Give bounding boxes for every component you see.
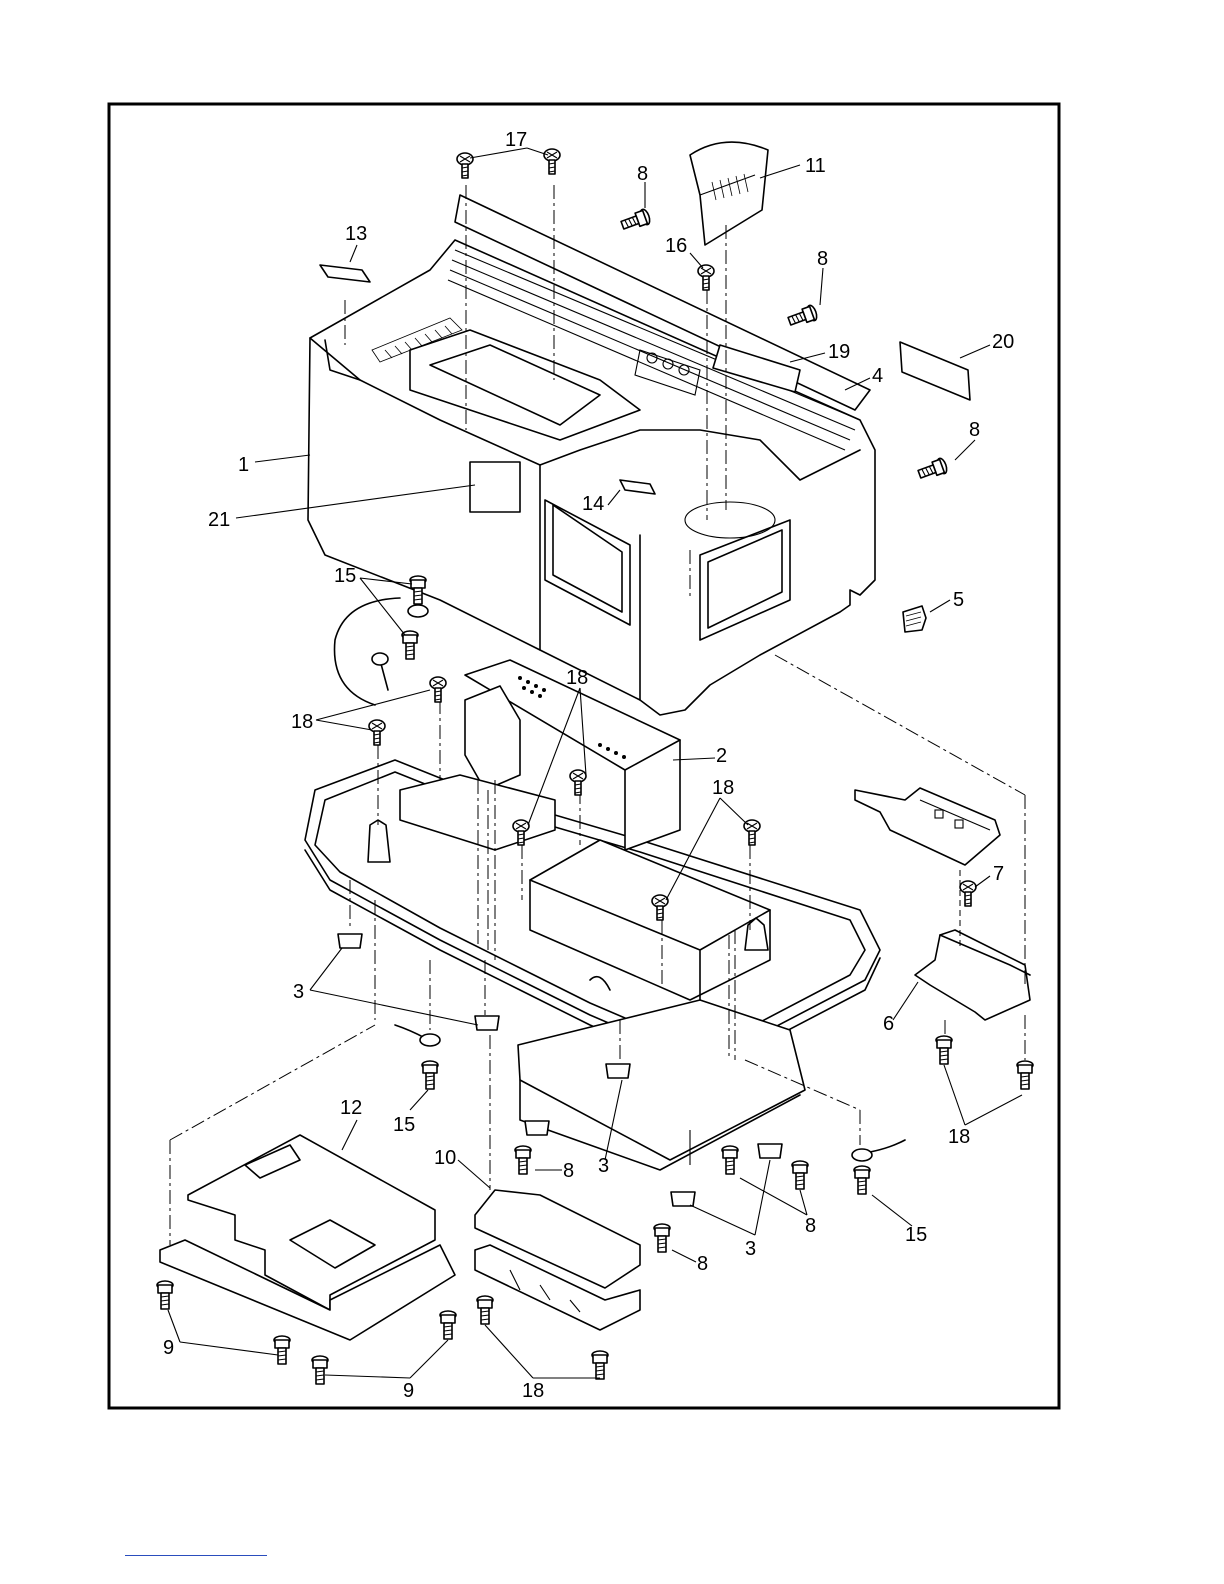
callout-7: 7 xyxy=(993,863,1004,885)
button-5 xyxy=(903,606,926,632)
callout-3-a: 3 xyxy=(293,981,304,1003)
sticker-13 xyxy=(320,265,370,282)
callout-8-c: 8 xyxy=(969,419,980,441)
callout-17: 17 xyxy=(505,129,527,151)
label-20 xyxy=(900,342,970,400)
side-board xyxy=(855,788,1000,865)
callout-15-a: 15 xyxy=(334,565,356,587)
callout-20: 20 xyxy=(992,331,1014,353)
callout-15-b: 15 xyxy=(393,1114,415,1136)
callout-8-d: 8 xyxy=(563,1160,574,1182)
callout-10: 10 xyxy=(434,1147,456,1169)
chassis xyxy=(305,660,880,1070)
callout-11: 11 xyxy=(805,155,826,177)
callout-21: 21 xyxy=(208,509,230,531)
callout-1: 1 xyxy=(238,454,249,476)
shield-12 xyxy=(160,1135,455,1340)
callout-14: 14 xyxy=(582,493,604,515)
callout-13: 13 xyxy=(345,223,367,245)
callout-18-c: 18 xyxy=(712,777,734,799)
board-10 xyxy=(475,1190,640,1330)
callout-19: 19 xyxy=(828,341,850,363)
callout-9-a: 9 xyxy=(163,1337,174,1359)
callout-8-b: 8 xyxy=(817,248,828,270)
callout-18-e: 18 xyxy=(522,1380,544,1402)
top-cover xyxy=(308,240,875,715)
bracket-6 xyxy=(915,930,1030,1020)
callout-8-e: 8 xyxy=(805,1215,816,1237)
callout-6: 6 xyxy=(883,1013,894,1035)
callout-18-a: 18 xyxy=(566,667,588,689)
callout-8-a: 8 xyxy=(637,163,648,185)
callout-15-c: 15 xyxy=(905,1224,927,1246)
callout-18-d: 18 xyxy=(948,1126,970,1148)
callout-18-b: 18 xyxy=(291,711,313,733)
footer-link-underline[interactable] xyxy=(125,1555,267,1556)
callout-9-b: 9 xyxy=(403,1380,414,1402)
callout-5: 5 xyxy=(953,589,964,611)
callout-2: 2 xyxy=(716,745,727,767)
callout-16: 16 xyxy=(665,235,687,257)
knob-11 xyxy=(690,142,768,245)
callout-3-b: 3 xyxy=(598,1155,609,1177)
callout-4: 4 xyxy=(872,365,883,387)
callout-12: 12 xyxy=(340,1097,362,1119)
callout-3-c: 3 xyxy=(745,1238,756,1260)
callout-8-f: 8 xyxy=(697,1253,708,1275)
